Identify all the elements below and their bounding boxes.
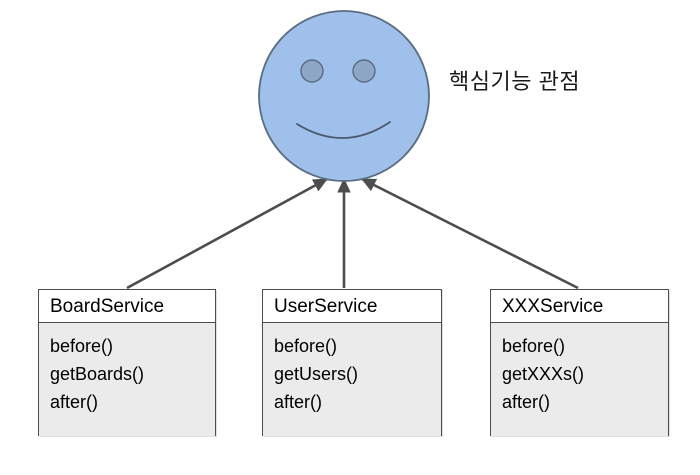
smile-mouth-icon xyxy=(296,121,391,139)
class-name-userservice: UserService xyxy=(263,290,441,323)
method-row: after() xyxy=(50,392,99,412)
method-row: after() xyxy=(502,392,551,412)
class-name-boardservice: BoardService xyxy=(39,290,215,323)
method-row: before() xyxy=(50,336,114,356)
class-name-xxxservice: XXXService xyxy=(491,290,668,323)
arrow-xxxservice-to-face xyxy=(361,177,579,290)
method-row: before() xyxy=(502,336,566,356)
method-list-boardservice: before() getBoards() after() xyxy=(39,323,215,436)
aspect-label: 핵심기능 관점 xyxy=(449,69,581,94)
eye-right-icon xyxy=(352,59,376,83)
method-row: before() xyxy=(274,336,338,356)
method-row: getUsers() xyxy=(274,364,359,384)
method-row: getXXXs() xyxy=(502,364,585,384)
eye-left-icon xyxy=(300,59,324,83)
method-row: after() xyxy=(274,392,323,412)
class-box-boardservice[interactable]: BoardService before() getBoards() after(… xyxy=(38,289,216,436)
method-list-xxxservice: before() getXXXs() after() xyxy=(491,323,668,436)
class-box-xxxservice[interactable]: XXXService before() getXXXs() after() xyxy=(490,289,669,436)
arrow-boardservice-to-face xyxy=(126,177,328,290)
class-box-userservice[interactable]: UserService before() getUsers() after() xyxy=(262,289,442,436)
smiley-face-icon xyxy=(258,10,430,182)
method-list-userservice: before() getUsers() after() xyxy=(263,323,441,436)
face-circle xyxy=(258,10,430,182)
method-row: getBoards() xyxy=(50,364,145,384)
